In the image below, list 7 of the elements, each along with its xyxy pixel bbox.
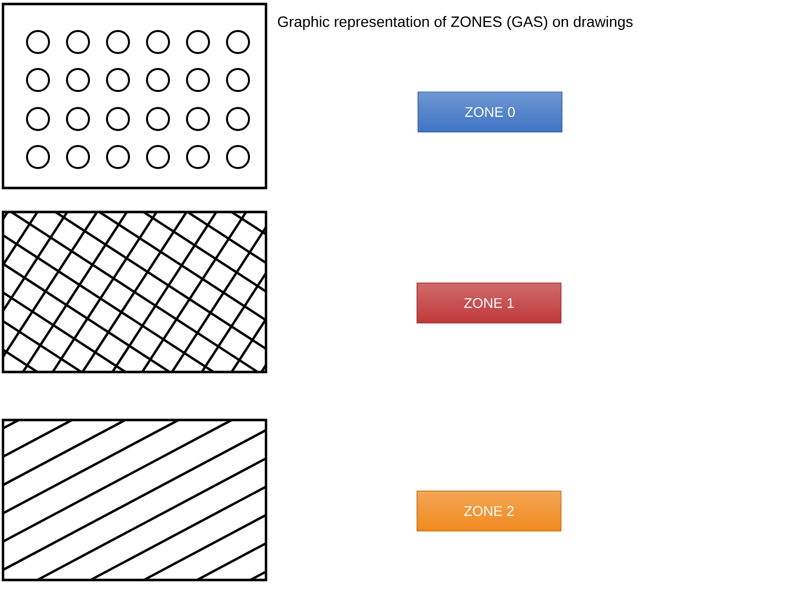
zone-label-box: ZONE 0 [418, 92, 562, 132]
cross-hatched-box [2, 210, 268, 374]
hatched-box [2, 418, 268, 582]
zone-label-box: ZONE 1 [416, 282, 562, 324]
dotted-pattern-box [2, 2, 268, 190]
zone-label-box: ZONE 2 [416, 490, 562, 532]
title: Graphic representation of ZONES (GAS) on drawings [278, 16, 633, 30]
